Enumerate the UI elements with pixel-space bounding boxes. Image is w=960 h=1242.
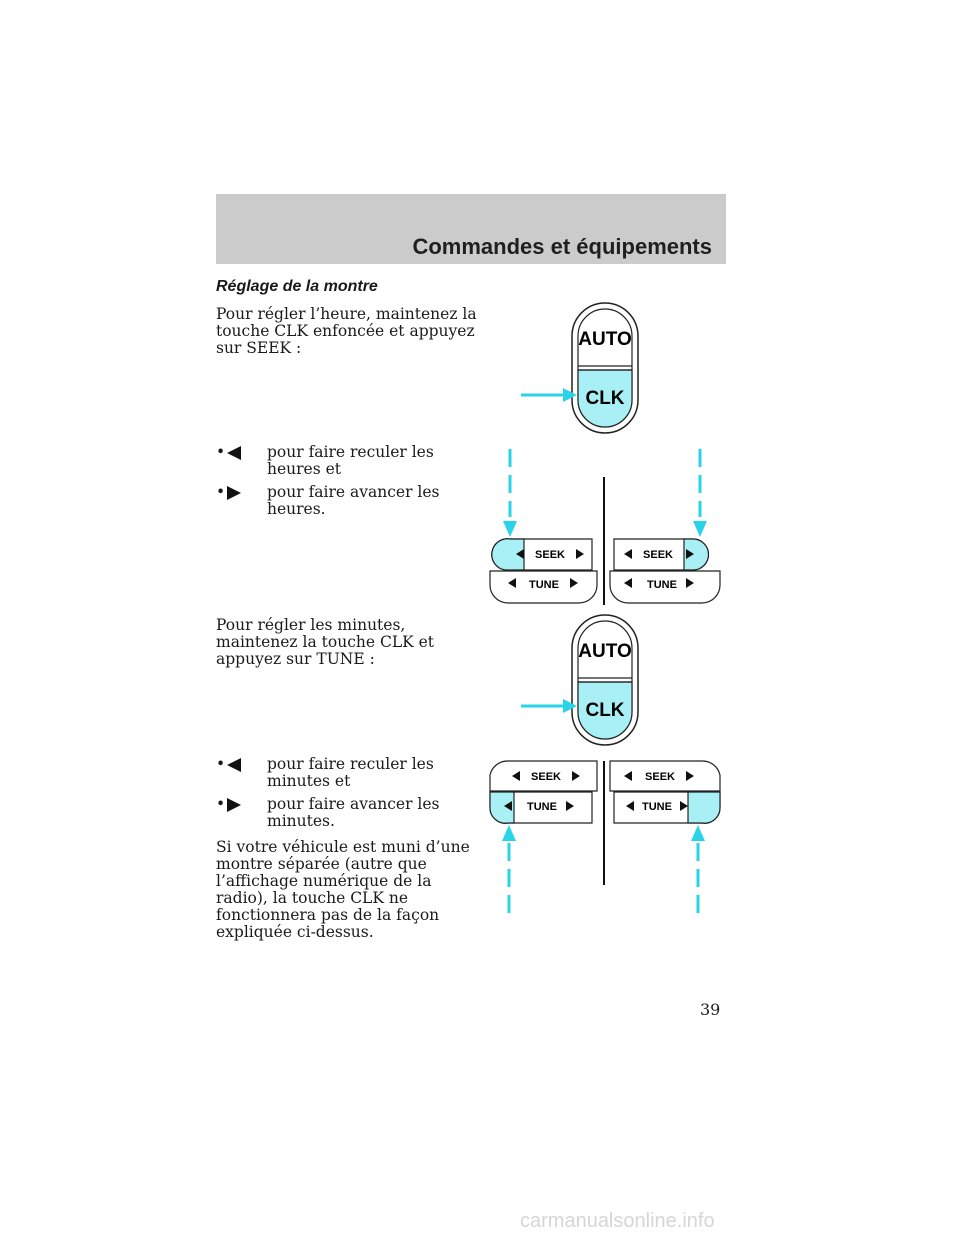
watermark: carmanualsonline.info [520,1210,715,1232]
bullet-hours-forward: • pour faire avancer les heures. [216,484,486,518]
auto-clk-figure-2: AUTO CLK [521,614,639,746]
right-triangle-icon [227,486,241,500]
clk-label: CLK [585,388,624,409]
page-number: 39 [700,1000,721,1019]
header-band: Commandes et équipements [216,194,726,264]
header-title: Commandes et équipements [412,234,712,259]
bullet-text: pour faire avancer les heures. [267,483,440,518]
bullet-hours-back: • pour faire reculer les heures et [216,444,486,478]
left-triangle-icon [227,446,241,460]
seek-tune-figure-2: SEEK TUNE SEEK TUNE [489,760,721,915]
tune-label: TUNE [647,579,677,591]
minutes-intro-paragraph: Pour régler les minutes, maintenez la to… [216,616,435,668]
tune-label: TUNE [529,579,559,591]
bullet-dot: • [216,795,226,813]
auto-clk-figure-1: AUTO CLK [521,302,639,434]
seek-label: SEEK [531,771,561,783]
note-paragraph: Si votre véhicule est muni d’une montre … [216,838,470,941]
clk-label: CLK [585,700,624,721]
bullet-dot: • [216,483,226,501]
bullet-text: pour faire avancer les minutes. [267,795,440,830]
auto-label: AUTO [578,329,631,350]
tune-label: TUNE [527,801,557,813]
hours-intro-paragraph: Pour régler l’heure, maintenez la touche… [216,305,477,357]
bullet-dot: • [216,443,226,461]
bullet-text: pour faire reculer les heures et [267,443,434,478]
left-triangle-icon [227,758,241,772]
bullet-dot: • [216,755,226,773]
seek-label: SEEK [643,549,673,561]
seek-label: SEEK [645,771,675,783]
bullet-minutes-forward: • pour faire avancer les minutes. [216,796,486,830]
auto-label: AUTO [578,641,631,662]
bullet-minutes-back: • pour faire reculer les minutes et [216,756,486,790]
right-triangle-icon [227,798,241,812]
tune-label: TUNE [642,801,672,813]
section-heading: Réglage de la montre [216,278,378,295]
seek-label: SEEK [535,549,565,561]
bullet-text: pour faire reculer les minutes et [267,755,434,790]
seek-tune-figure-1: SEEK TUNE SEEK TUNE [489,449,721,605]
